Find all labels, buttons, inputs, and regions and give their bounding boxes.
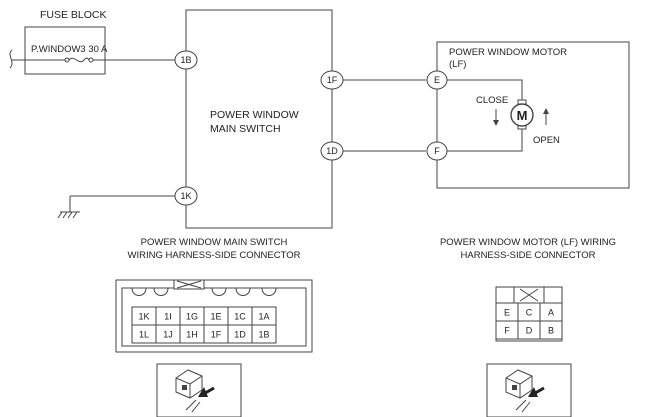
main-connector-caption-line2: WIRING HARNESS-SIDE CONNECTOR <box>128 250 301 261</box>
svg-text:1D: 1D <box>326 146 338 156</box>
connector-pin-label: 1E <box>210 312 221 322</box>
svg-text:1F: 1F <box>327 75 338 85</box>
motor-wire-f <box>447 128 523 152</box>
motor-wire-e <box>447 79 523 102</box>
motor-connector-caption-line1: POWER WINDOW MOTOR (LF) WIRING <box>440 237 616 248</box>
svg-text:1B: 1B <box>180 55 191 65</box>
main-switch-label-line2: MAIN SWITCH <box>210 123 281 135</box>
open-label: OPEN <box>533 135 560 146</box>
connector-pin-label: D <box>526 326 533 336</box>
connector-pin-label: 1I <box>164 312 172 322</box>
connector-pin-label: C <box>526 308 533 318</box>
connector-pin-label: 1G <box>186 312 198 322</box>
close-label: CLOSE <box>476 95 508 106</box>
svg-text:M: M <box>517 108 528 123</box>
terminal-1f: 1F <box>320 70 344 90</box>
connector-pin-label: F <box>504 326 510 336</box>
connector-pin-label: 1L <box>139 330 149 340</box>
terminal-e: E <box>426 70 448 90</box>
main-switch-box <box>185 9 333 229</box>
arrow-up-icon <box>543 108 549 125</box>
connector-pin-label: 1K <box>138 312 149 322</box>
terminal-f: F <box>426 141 448 161</box>
fuse-block <box>24 26 106 75</box>
motor-title-line2: (LF) <box>449 59 466 70</box>
terminal-1k: 1K <box>174 186 198 206</box>
connector-view-icon <box>156 363 242 417</box>
ground-icon <box>57 211 80 219</box>
fuse-block-title: FUSE BLOCK <box>40 9 107 21</box>
main-switch-label-line1: POWER WINDOW <box>210 109 299 121</box>
terminal-1b: 1B <box>174 50 198 70</box>
motor-icon: M <box>510 99 534 130</box>
connector-pin-label: B <box>548 326 554 336</box>
svg-text:F: F <box>434 146 440 156</box>
svg-text:1K: 1K <box>180 191 191 201</box>
wire-break-mark <box>9 49 13 69</box>
connector-pin-label: 1F <box>211 330 222 340</box>
terminal-1d: 1D <box>320 141 344 161</box>
connector-pin-label: A <box>548 308 554 318</box>
motor-connector: E C A F D B <box>495 286 563 342</box>
connector-pin-label: 1H <box>186 330 198 340</box>
motor-connector-caption-line2: HARNESS-SIDE CONNECTOR <box>461 250 596 261</box>
motor-title-line1: POWER WINDOW MOTOR <box>449 47 567 58</box>
arrow-down-icon <box>493 109 499 126</box>
connector-view-icon <box>486 363 572 417</box>
connector-pin-label: 1A <box>258 312 269 322</box>
connector-pin-label: E <box>504 308 510 318</box>
connector-pin-cell <box>251 324 277 344</box>
connector-pin-label: 1D <box>234 330 246 340</box>
connector-pin-label: 1B <box>258 330 269 340</box>
svg-text:E: E <box>434 75 440 85</box>
main-connector-caption-line1: POWER WINDOW MAIN SWITCH <box>141 237 288 248</box>
fuse-label: P.WINDOW3 30 A <box>31 44 108 55</box>
connector-pin-label: 1J <box>163 330 173 340</box>
connector-pin-label: 1C <box>234 312 246 322</box>
connector-pin-cell <box>539 320 563 340</box>
main-switch-connector: 1K 1I 1G 1E 1C 1A 1L 1J 1H 1F 1D 1B <box>115 279 313 353</box>
